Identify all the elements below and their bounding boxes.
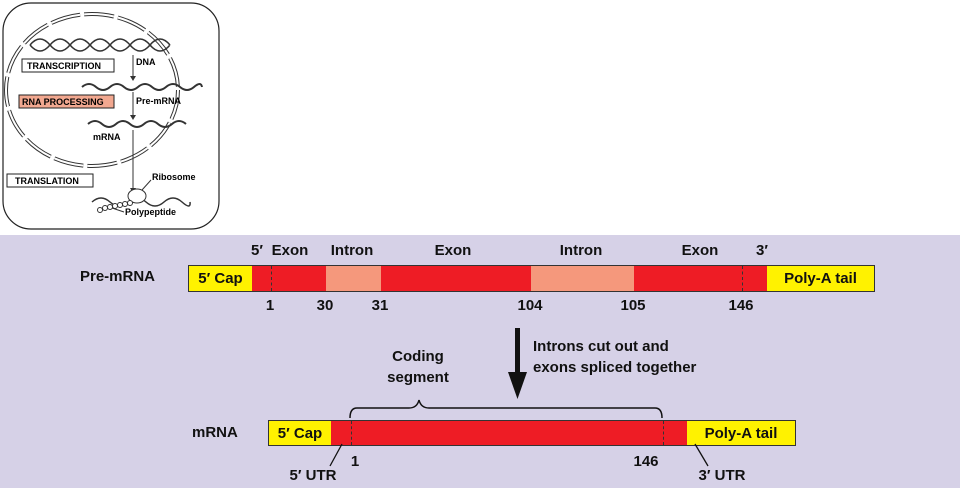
poly-a-segment: Poly-A tail (767, 266, 874, 291)
three-prime-label: 3′ (756, 242, 768, 259)
dna-helix-icon (29, 38, 171, 52)
step-transcription: TRANSCRIPTION (27, 61, 101, 71)
pre-mrna-strand-icon (81, 83, 203, 91)
five-prime-utr-label: 5′ UTR (289, 467, 337, 484)
cap-segment: 5′ Cap (269, 421, 331, 445)
coding-end-number: 146 (633, 453, 659, 470)
step-translation: TRANSLATION (15, 176, 79, 186)
gene-expression-overview: TRANSCRIPTION RNA PROCESSING TRANSLATION… (2, 2, 220, 230)
exon-label: Exon (434, 242, 472, 259)
five-prime-label: 5′ (251, 242, 263, 259)
utr-pointers (329, 443, 709, 467)
ribosome-icon (127, 188, 147, 204)
position-number: 146 (728, 297, 754, 314)
intron-segment (531, 266, 634, 291)
exon-segment (381, 266, 531, 291)
exon-label: Exon (271, 242, 309, 259)
label-polypeptide: Polypeptide (125, 207, 176, 217)
three-prime-utr-label: 3′ UTR (698, 467, 746, 484)
intron-segment (326, 266, 381, 291)
coding-label-2: segment (387, 369, 449, 386)
position-number: 105 (620, 297, 646, 314)
exon-label: Exon (681, 242, 719, 259)
coding-label-1: Coding (392, 348, 444, 365)
coding-brace (349, 399, 663, 419)
pre-mrna-bar: 5′ Cap Poly-A tail (188, 265, 875, 292)
mrna-strand-icon (87, 120, 187, 128)
exon-segment (331, 421, 687, 445)
down-arrow-icon (508, 328, 527, 399)
label-ribosome: Ribosome (152, 172, 196, 182)
label-mrna: mRNA (93, 132, 121, 142)
coding-start-number: 1 (350, 453, 360, 470)
exon-segment (634, 266, 767, 291)
process-text-2: exons spliced together (533, 359, 697, 376)
position-number: 1 (265, 297, 275, 314)
position-number: 31 (371, 297, 389, 314)
process-text-1: Introns cut out and (533, 338, 669, 355)
step-rna-processing: RNA PROCESSING (22, 97, 104, 107)
pre-mrna-label: Pre-mRNA (80, 268, 156, 285)
mrna-label: mRNA (192, 424, 238, 441)
mrna-bar: 5′ Cap Poly-A tail (268, 420, 796, 446)
position-number: 104 (517, 297, 543, 314)
cap-segment: 5′ Cap (189, 266, 252, 291)
poly-a-segment: Poly-A tail (687, 421, 795, 445)
intron-label: Intron (559, 242, 603, 259)
label-dna: DNA (136, 57, 156, 67)
intron-label: Intron (330, 242, 374, 259)
position-number: 30 (316, 297, 334, 314)
exon-segment (252, 266, 326, 291)
label-pre-mrna: Pre-mRNA (136, 96, 182, 106)
